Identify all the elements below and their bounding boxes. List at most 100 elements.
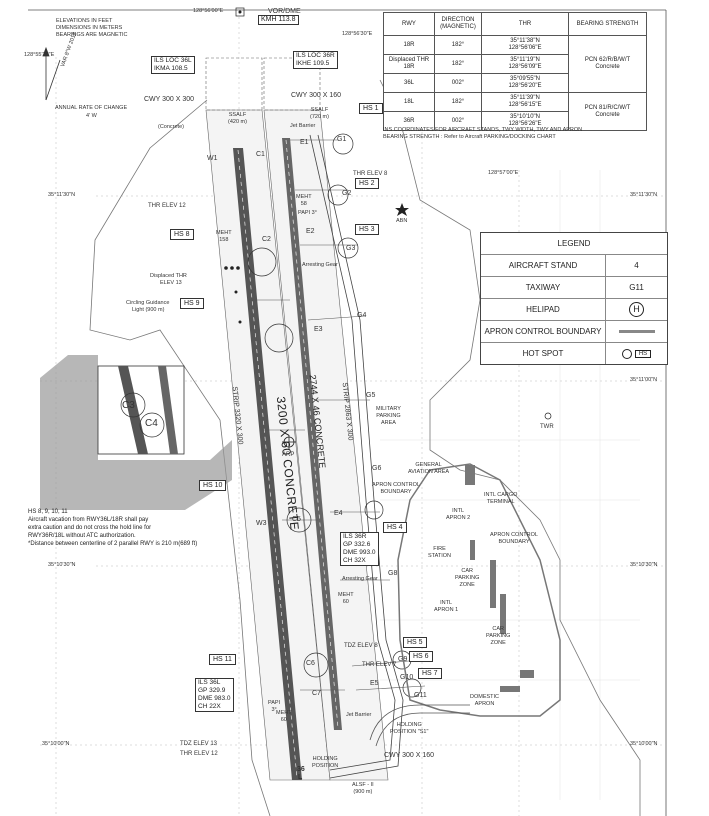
twy-w1: W1	[207, 155, 218, 162]
hot-spot-4: HS 4	[383, 522, 407, 533]
arresting-gear-bottom: Arresting Gear	[342, 576, 378, 582]
terminal-buildings	[465, 465, 534, 692]
car-parking-line2: PARKING	[486, 633, 511, 639]
lon-mid: 128°57'00"E	[488, 170, 519, 176]
twy-e4: E4	[334, 510, 343, 517]
papi-3b-line1: PAPI	[268, 700, 281, 706]
lon-top-left: 128°55'30"E	[24, 52, 55, 58]
concrete-label: (Concrete)	[158, 124, 184, 130]
military-area-line1: MILITARY	[376, 406, 401, 412]
hot-spot-icon	[621, 348, 632, 359]
ils-loc-36l-ident: IKMA 108.5	[154, 65, 188, 72]
hot-spot-circles	[247, 133, 422, 698]
clearways	[205, 57, 321, 111]
rwy-36l-suffix: L	[298, 774, 303, 781]
twy-g6: G6	[372, 465, 382, 472]
note-line: *Distance between centerline of 2 parall…	[28, 541, 198, 547]
ils-36l-gp: GP 329.9	[198, 687, 226, 694]
helipad-icon: H	[629, 302, 644, 317]
twy-c4: C4	[145, 418, 158, 429]
twr-marker	[544, 412, 552, 420]
meht-60-line2: 60	[342, 599, 349, 605]
rwy-cell: 36R	[383, 111, 435, 131]
table-footnote-1: INS COORDINATES FOR AIRCRAFT STANDS, TWY…	[383, 127, 583, 133]
hot-spot-3: HS 3	[355, 224, 379, 235]
general-aviation-line2: AVIATION AREA	[408, 469, 450, 475]
apron-boundary-line1: APRON CONTROL	[372, 482, 420, 488]
connecting-taxiways	[248, 139, 426, 691]
chart-frame	[28, 9, 667, 816]
legend-row: TAXIWAY G11	[481, 276, 667, 298]
ssalf-36r-line2: (720 m)	[310, 114, 329, 120]
legend-label: APRON CONTROL BOUNDARY	[481, 321, 606, 342]
thr-lon: 128°56'26"E	[508, 121, 542, 127]
meht-60-line1: MEHT	[338, 592, 354, 598]
hot-spot-1: HS 1	[359, 103, 383, 114]
thr-lon: 128°56'15"E	[508, 102, 542, 108]
apron-boundary-line2: BOUNDARY	[498, 539, 530, 545]
twr-label: TWR	[540, 424, 554, 430]
arresting-gear-top: Arresting Gear	[302, 262, 338, 268]
domestic-apron-line2: APRON	[474, 701, 495, 707]
thr-elev-8-label: THR ELEV 8	[353, 171, 388, 177]
ils-36l-ch: CH 22X	[198, 703, 221, 710]
apron-area	[397, 463, 561, 717]
direction-cell: 182°	[434, 54, 482, 74]
twy-g5: G5	[366, 392, 376, 399]
general-aviation-line1: GENERAL	[415, 462, 442, 468]
vor-symbol	[235, 7, 245, 17]
rwy-cell: 18R	[383, 35, 435, 55]
ils-36l-title: ILS 36L	[198, 679, 221, 686]
lon-top-mid: 128°56'00"E	[193, 8, 224, 14]
twy-c7: C7	[312, 690, 321, 697]
lat-1-left: 35°11'30"N	[48, 192, 76, 198]
ssalf-36l-line1: SSALF	[228, 112, 247, 118]
thr-lon: 128°56'09"E	[508, 64, 542, 70]
inset-runways	[118, 366, 178, 454]
lat-4-left: 35°10'00"N	[42, 741, 70, 747]
thr-lat: 35°11'38"N	[510, 38, 540, 44]
ils-loc-36r-ident: IKHE 109.5	[296, 60, 330, 67]
twy-c2: C2	[262, 236, 271, 243]
legend-row: APRON CONTROL BOUNDARY	[481, 320, 667, 342]
legend-row: HELIPAD H	[481, 298, 667, 320]
cwy-top-1: CWY 300 X 300	[144, 96, 195, 103]
direction-cell: 002°	[434, 73, 482, 93]
legend-row: AIRCRAFT STAND 4	[481, 254, 667, 276]
thr-elev-7-label: THR ELEV 7	[362, 662, 397, 668]
note-line: extra caution and do not cross the hold …	[28, 525, 152, 531]
thr-elev-12b-label: THR ELEV 12	[180, 751, 218, 757]
hot-spot-11: HS 11	[209, 654, 236, 665]
legend-title-row: LEGEND	[481, 233, 667, 254]
north-arrow	[42, 46, 61, 101]
meht-60b-line2: 60	[280, 717, 287, 723]
lat-3-right: 35°10'30"N	[630, 562, 658, 568]
cwy-top-2: CWY 300 X 160	[291, 92, 342, 99]
twy-g11: G11	[414, 692, 427, 699]
apron-boundary-line1: APRON CONTROL	[490, 532, 538, 538]
rwy-cell: Displaced THR 18R	[383, 54, 435, 74]
strength-value: PCN 62/R/B/W/T	[584, 57, 631, 63]
abn-star	[395, 203, 409, 216]
car-parking-line1: CAR	[492, 626, 504, 632]
legend-label: HELIPAD	[481, 299, 606, 320]
twy-e5: E5	[370, 680, 379, 687]
military-area-line2: PARKING	[376, 413, 401, 419]
strength-material: Concrete	[595, 111, 620, 118]
